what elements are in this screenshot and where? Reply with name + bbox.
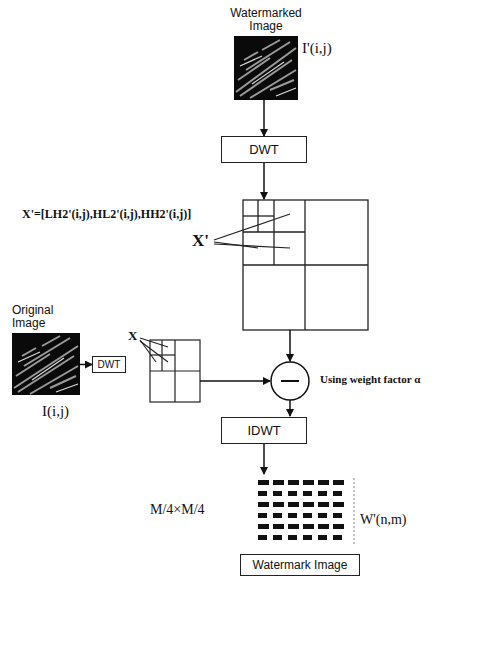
box-label: DWT (249, 142, 279, 157)
leader-line (214, 214, 290, 248)
leader-line (140, 338, 168, 362)
note-label: Using weight factor α (320, 373, 420, 385)
original-photo (12, 333, 80, 395)
box-label: IDWT (247, 423, 280, 438)
wavelet-grid-small (150, 340, 200, 402)
box-label: Watermark Image (253, 558, 348, 572)
wavelet-grid (243, 200, 368, 330)
image-node: Original Image (12, 333, 80, 395)
image-heading: Watermarked Image (221, 7, 311, 33)
image-heading: Original Image (12, 304, 78, 330)
dimension-label: M/4×M/4 (150, 502, 205, 518)
process-box: DWT (221, 136, 307, 163)
symbol-label: X' (192, 231, 209, 251)
watermarked-photo (234, 36, 298, 100)
watermark-pattern (258, 480, 344, 540)
image-node: Watermarked Image (234, 36, 298, 100)
box-label: DWT (98, 359, 121, 370)
process-box: DWT (92, 356, 126, 373)
symbol-label: I(i,j) (42, 403, 69, 420)
symbol-label: W'(n,m) (360, 512, 406, 528)
subtract-symbol (271, 362, 309, 400)
output-box: Watermark Image (240, 554, 360, 576)
symbol-label: I'(i,j) (302, 40, 332, 57)
pattern-border (354, 478, 355, 546)
connector-arrow (80, 364, 92, 366)
process-box: IDWT (221, 417, 307, 444)
connector-arrow (263, 100, 265, 136)
symbol-label: X (128, 328, 137, 344)
formula-label: X'=[LH2'(i,j),HL2'(i,j),HH2'(i,j)] (22, 207, 191, 222)
